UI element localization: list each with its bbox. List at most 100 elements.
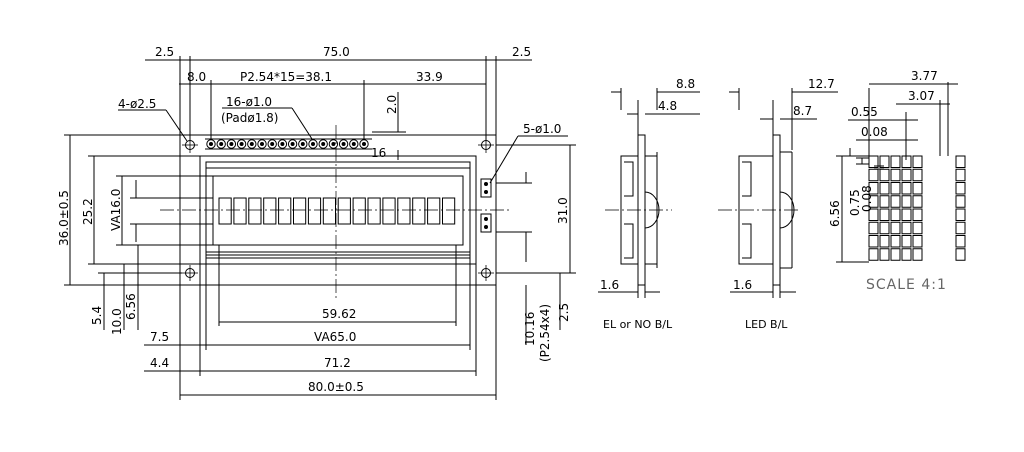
pin-hole xyxy=(321,142,326,146)
dim-bezel-height: 25.2 xyxy=(81,198,95,225)
dim-pin-row-offset: 2.0 xyxy=(385,95,399,114)
pin-hole xyxy=(300,142,305,146)
callout-pad-size: (Padø1.8) xyxy=(221,111,278,125)
dot-cell xyxy=(890,155,901,168)
char-width: 3.77 xyxy=(911,69,938,83)
char-height: 6.56 xyxy=(828,200,842,227)
pin-hole xyxy=(219,142,224,146)
backlight-pins xyxy=(480,178,492,233)
pin-hole xyxy=(239,142,244,146)
dot-cell xyxy=(868,208,879,221)
dim-backlight-pitch: (P2.54x4) xyxy=(538,304,552,362)
pin-hole xyxy=(270,142,275,146)
dim-module-height: 36.0±0.5 xyxy=(57,190,71,246)
character-cell xyxy=(442,197,456,225)
dot-cell xyxy=(879,221,890,235)
dim-left-va-offset: 7.5 xyxy=(150,330,169,344)
dot-strip-cell xyxy=(955,235,966,248)
pin-hole xyxy=(351,142,356,146)
character-cell xyxy=(352,197,366,225)
pin-hole xyxy=(311,142,315,146)
character-cell xyxy=(233,197,247,225)
dot-cell xyxy=(890,248,901,261)
character-cell xyxy=(337,197,351,225)
dot-strip xyxy=(955,155,966,261)
dim-va-height: VA16.0 xyxy=(109,189,123,231)
pin-hole xyxy=(260,142,264,146)
dot-cell xyxy=(912,221,923,235)
dim-left-bezel-offset: 4.4 xyxy=(150,356,169,370)
character-cell xyxy=(307,197,322,225)
dim-overall-length: 75.0 xyxy=(323,45,350,59)
dot-height: 0.75 xyxy=(848,189,862,216)
dot-cell xyxy=(879,235,890,248)
callout-pin-holes: 16-ø1.0 xyxy=(226,95,272,109)
dot-cell xyxy=(901,182,912,195)
dot-cell xyxy=(901,195,912,208)
dot-cell xyxy=(868,235,879,248)
dim-left-margin: 2.5 xyxy=(155,45,174,59)
dot-strip-cell xyxy=(955,168,966,182)
callout-mount-holes: 4-ø2.5 xyxy=(118,97,156,111)
led-dim-pcb: 1.6 xyxy=(733,278,752,292)
dots-width: 3.07 xyxy=(908,89,935,103)
dot-cell xyxy=(912,168,923,182)
led-dim-total: 12.7 xyxy=(808,77,835,91)
dim-hole-pitch-v: 31.0 xyxy=(556,197,570,224)
mounting-holes xyxy=(182,137,494,281)
dim-right-margin: 2.5 xyxy=(512,45,531,59)
dot-cell xyxy=(901,208,912,221)
dim-backlight-pins: 10.16 xyxy=(523,312,537,346)
dot-cell xyxy=(879,155,890,168)
scale-label: SCALE 4:1 xyxy=(866,277,947,293)
dim-pin-span: P2.54*15=38.1 xyxy=(240,70,332,84)
dim-va-width: VA65.0 xyxy=(314,330,356,344)
character-cell xyxy=(427,197,441,225)
dot-cell xyxy=(912,248,923,261)
character-cell xyxy=(397,197,411,225)
dot-cell xyxy=(879,168,890,182)
character-cell xyxy=(218,197,232,225)
callout-last-pin: 16 xyxy=(371,146,386,160)
character-cell xyxy=(382,197,396,225)
pin-hole xyxy=(209,142,213,146)
dim-pin-to-edge: 33.9 xyxy=(416,70,443,84)
dim-bezel-width: 71.2 xyxy=(324,356,351,370)
dot-strip-cell xyxy=(955,248,966,261)
dot-strip-cell xyxy=(955,221,966,235)
el-dim-pcb: 1.6 xyxy=(600,278,619,292)
dot-cell xyxy=(890,168,901,182)
dot-cell xyxy=(879,248,890,261)
dim-char-area-width: 59.62 xyxy=(322,307,356,321)
dim-bottom-to-hole: 5.4 xyxy=(90,306,104,325)
pin-hole xyxy=(249,142,254,146)
dot-cell xyxy=(890,208,901,221)
dot-cell xyxy=(868,221,879,235)
pin-hole xyxy=(331,142,336,146)
dim-bottom-margin: 2.5 xyxy=(557,303,571,322)
dot-cell xyxy=(868,195,879,208)
pin-hole xyxy=(229,142,234,146)
dot-cell xyxy=(912,195,923,208)
character-cell xyxy=(248,197,262,225)
dim-bottom-to-bezel: 10.0 xyxy=(110,308,124,335)
dot-cell xyxy=(901,235,912,248)
pin-hole xyxy=(290,142,295,146)
dot-cell xyxy=(890,221,901,235)
character-cell xyxy=(412,197,426,225)
character-cells xyxy=(218,197,456,225)
dot-strip-cell xyxy=(955,155,966,168)
el-dim-panel: 4.8 xyxy=(658,99,677,113)
pin-hole xyxy=(280,142,285,146)
dot-cell xyxy=(901,168,912,182)
character-cell xyxy=(367,197,381,225)
pin-row xyxy=(205,138,372,150)
character-cell xyxy=(293,197,307,225)
character-cell xyxy=(263,197,277,225)
el-dim-total: 8.8 xyxy=(676,77,695,91)
dot-width: 0.55 xyxy=(851,105,878,119)
dot-matrix-grid xyxy=(868,155,923,261)
dot-cell xyxy=(879,195,890,208)
dot-cell xyxy=(879,182,890,195)
character-detail: 3.77 3.07 0.55 0.08 6.56 0.75 0.08 SCALE… xyxy=(828,69,966,293)
